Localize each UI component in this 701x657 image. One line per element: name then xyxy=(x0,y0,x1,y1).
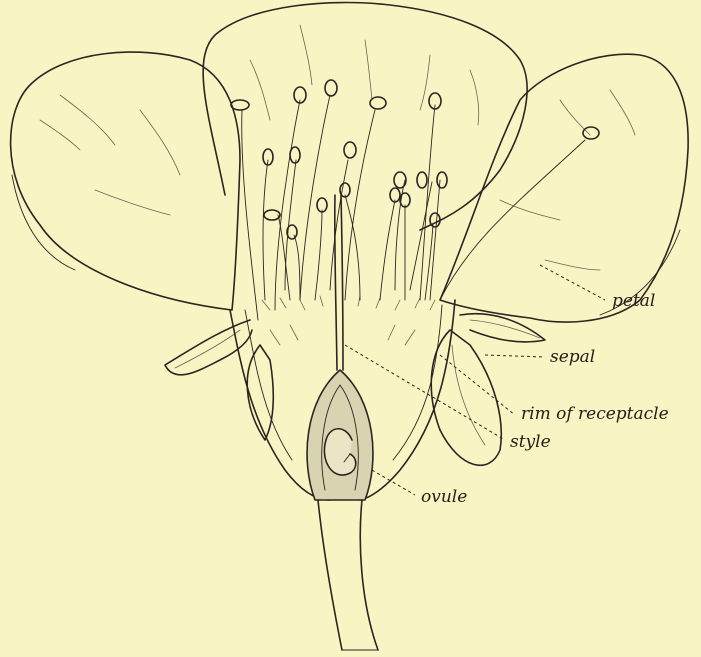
label-ovule: ovule xyxy=(421,487,467,507)
label-rim-of-receptacle: rim of receptacle xyxy=(521,404,669,424)
left-petal xyxy=(11,52,240,310)
label-petal: petal xyxy=(612,291,655,311)
stalk xyxy=(318,500,378,650)
label-sepal: sepal xyxy=(550,347,595,367)
leader-sepal xyxy=(485,355,545,357)
leader-rim xyxy=(440,355,515,415)
label-style: style xyxy=(510,432,551,452)
leader-petal xyxy=(540,265,605,300)
stamens xyxy=(231,80,599,320)
style xyxy=(335,195,337,370)
leader-lines xyxy=(345,265,605,495)
center-petal xyxy=(203,3,527,230)
